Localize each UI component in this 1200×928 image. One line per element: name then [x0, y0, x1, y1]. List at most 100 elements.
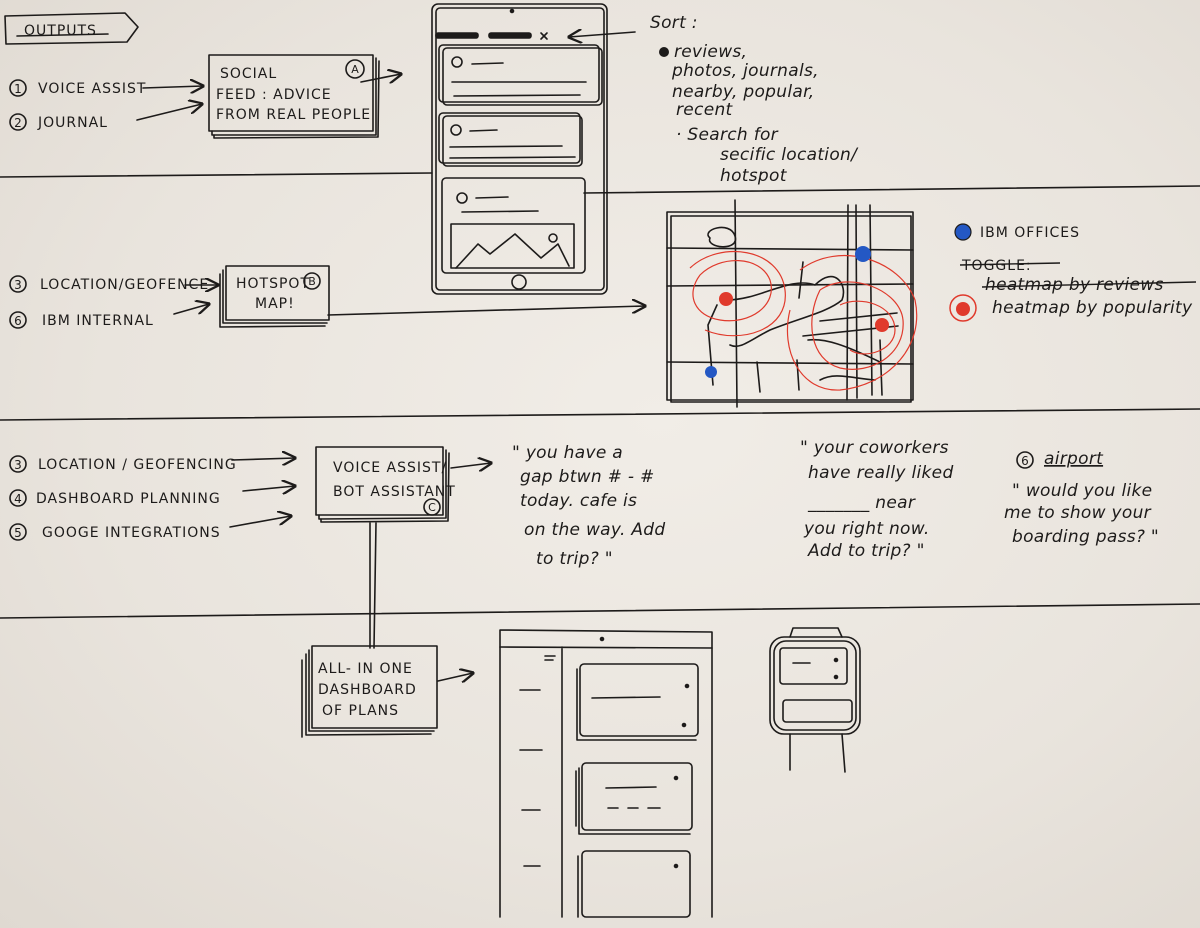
- box-label: VOICE ASSIST/: [333, 460, 447, 476]
- quote-line: " would you like: [1012, 481, 1152, 501]
- note-line: photos, journals,: [671, 61, 819, 81]
- box-label: SOCIAL: [220, 66, 277, 82]
- note-line: recent: [676, 100, 734, 120]
- arrow: [450, 463, 491, 468]
- input-label: LOCATION/GEOFENCE: [40, 277, 209, 293]
- arrow: [173, 304, 209, 315]
- input-label: LOCATION / GEOFENCING: [38, 457, 237, 473]
- arrow: [231, 458, 295, 460]
- ibm-office-marker: [705, 366, 717, 378]
- box-label: FROM REAL PEOPLE: [216, 107, 371, 123]
- box-label: OF PLANS: [322, 703, 399, 719]
- input-number-circle: [9, 489, 27, 507]
- heat-marker: [719, 292, 733, 306]
- badge-letter: B: [308, 275, 316, 288]
- quote-line: have really liked: [808, 463, 954, 483]
- quote-line: you right now.: [803, 519, 930, 539]
- divider-3: [0, 603, 1200, 619]
- badge-letter: A: [351, 63, 359, 76]
- quote-line: boarding pass? ": [1012, 527, 1159, 547]
- legend-reviews-struck: heatmap by reviews: [985, 275, 1164, 295]
- input-number: 4: [14, 492, 22, 506]
- phone-feed-wireframe: [431, 3, 608, 295]
- quote-line: " you have a: [512, 443, 623, 463]
- quote-line: to trip? ": [536, 549, 613, 569]
- input-number-circle: [9, 311, 27, 329]
- arrow: [569, 32, 636, 37]
- page-title: OUTPUTS: [24, 23, 97, 39]
- box-label: HOTSPOT: [236, 276, 310, 292]
- sort-bullet: [659, 47, 669, 57]
- quote-line: " your coworkers: [800, 438, 949, 458]
- legend-popularity: heatmap by popularity: [992, 298, 1193, 318]
- heat-marker: [875, 318, 889, 332]
- box-label: FEED : ADVICE: [216, 87, 332, 103]
- phone-home-button: [511, 274, 527, 290]
- legend-blue-dot: [954, 223, 972, 241]
- input-number-circle: [9, 79, 27, 97]
- input-label: VOICE ASSIST: [38, 81, 146, 97]
- social-feed-box: [208, 54, 380, 139]
- arrow: [327, 306, 645, 316]
- title-flag-shape: [4, 12, 139, 45]
- divider-1: [0, 172, 1200, 194]
- quote-line: me to show your: [1004, 503, 1152, 523]
- input-number: 2: [14, 116, 22, 130]
- input-number: 3: [14, 458, 22, 472]
- quote-number: 6: [1021, 454, 1029, 468]
- input-number-circle: [9, 523, 27, 541]
- dashboard-box: [301, 645, 438, 738]
- arrow: [437, 673, 473, 681]
- input-number-circle: [9, 113, 27, 131]
- divider-2: [0, 408, 1200, 421]
- voice-assist-box: [315, 446, 450, 523]
- input-label: DASHBOARD PLANNING: [36, 491, 221, 507]
- quote-line: Add to trip? ": [807, 541, 925, 561]
- input-number: 5: [14, 526, 22, 540]
- arrow: [142, 86, 203, 88]
- note-line: · Search for: [676, 125, 779, 145]
- input-number-circle: [9, 275, 27, 293]
- quote-line: _______ near: [807, 493, 916, 513]
- note-line: Sort :: [650, 13, 698, 33]
- input-number: 1: [14, 82, 22, 96]
- input-number-circle: [1016, 451, 1034, 469]
- box-label: BOT ASSISTANT: [333, 484, 456, 500]
- ibm-office-marker: [855, 246, 871, 262]
- input-number-circle: [9, 455, 27, 473]
- box-label: DASHBOARD: [318, 682, 417, 698]
- note-line: hotspot: [720, 166, 788, 186]
- input-label: IBM INTERNAL: [42, 313, 154, 329]
- badge-circle: [423, 498, 441, 516]
- legend-toggle-struck: TOGGLE:: [961, 258, 1032, 274]
- input-label: JOURNAL: [37, 115, 108, 131]
- tablet-dashboard-wireframe: [499, 629, 713, 918]
- badge-letter: C: [428, 501, 436, 514]
- input-number: 3: [14, 278, 22, 292]
- quote-tag: airport: [1044, 449, 1104, 469]
- quote-line: gap btwn # - #: [520, 467, 655, 487]
- badge-circle: [345, 59, 365, 79]
- note-line: reviews,: [674, 42, 747, 62]
- note-line: nearby, popular,: [672, 82, 815, 102]
- arrow: [360, 74, 401, 82]
- box-label: ALL- IN ONE: [318, 661, 413, 677]
- strike-line: [959, 262, 1197, 288]
- arrow: [229, 516, 291, 528]
- box-label: MAP!: [255, 296, 295, 312]
- hotspot-map-box: [219, 265, 330, 328]
- legend-ibm-offices: IBM OFFICES: [980, 225, 1080, 241]
- legend-red-dot-ring: [949, 294, 977, 322]
- smartwatch-wireframe: [769, 627, 861, 773]
- legend-red-dot: [956, 302, 970, 316]
- quote-line: today. cafe is: [520, 491, 637, 511]
- quote-line: on the way. Add: [524, 520, 665, 540]
- input-number: 6: [14, 314, 22, 328]
- map-wireframe: [666, 199, 914, 408]
- note-line: secific location/: [720, 145, 859, 165]
- arrow: [136, 104, 202, 121]
- badge-circle: [303, 272, 321, 290]
- input-label: GOOGE INTEGRATIONS: [42, 525, 221, 541]
